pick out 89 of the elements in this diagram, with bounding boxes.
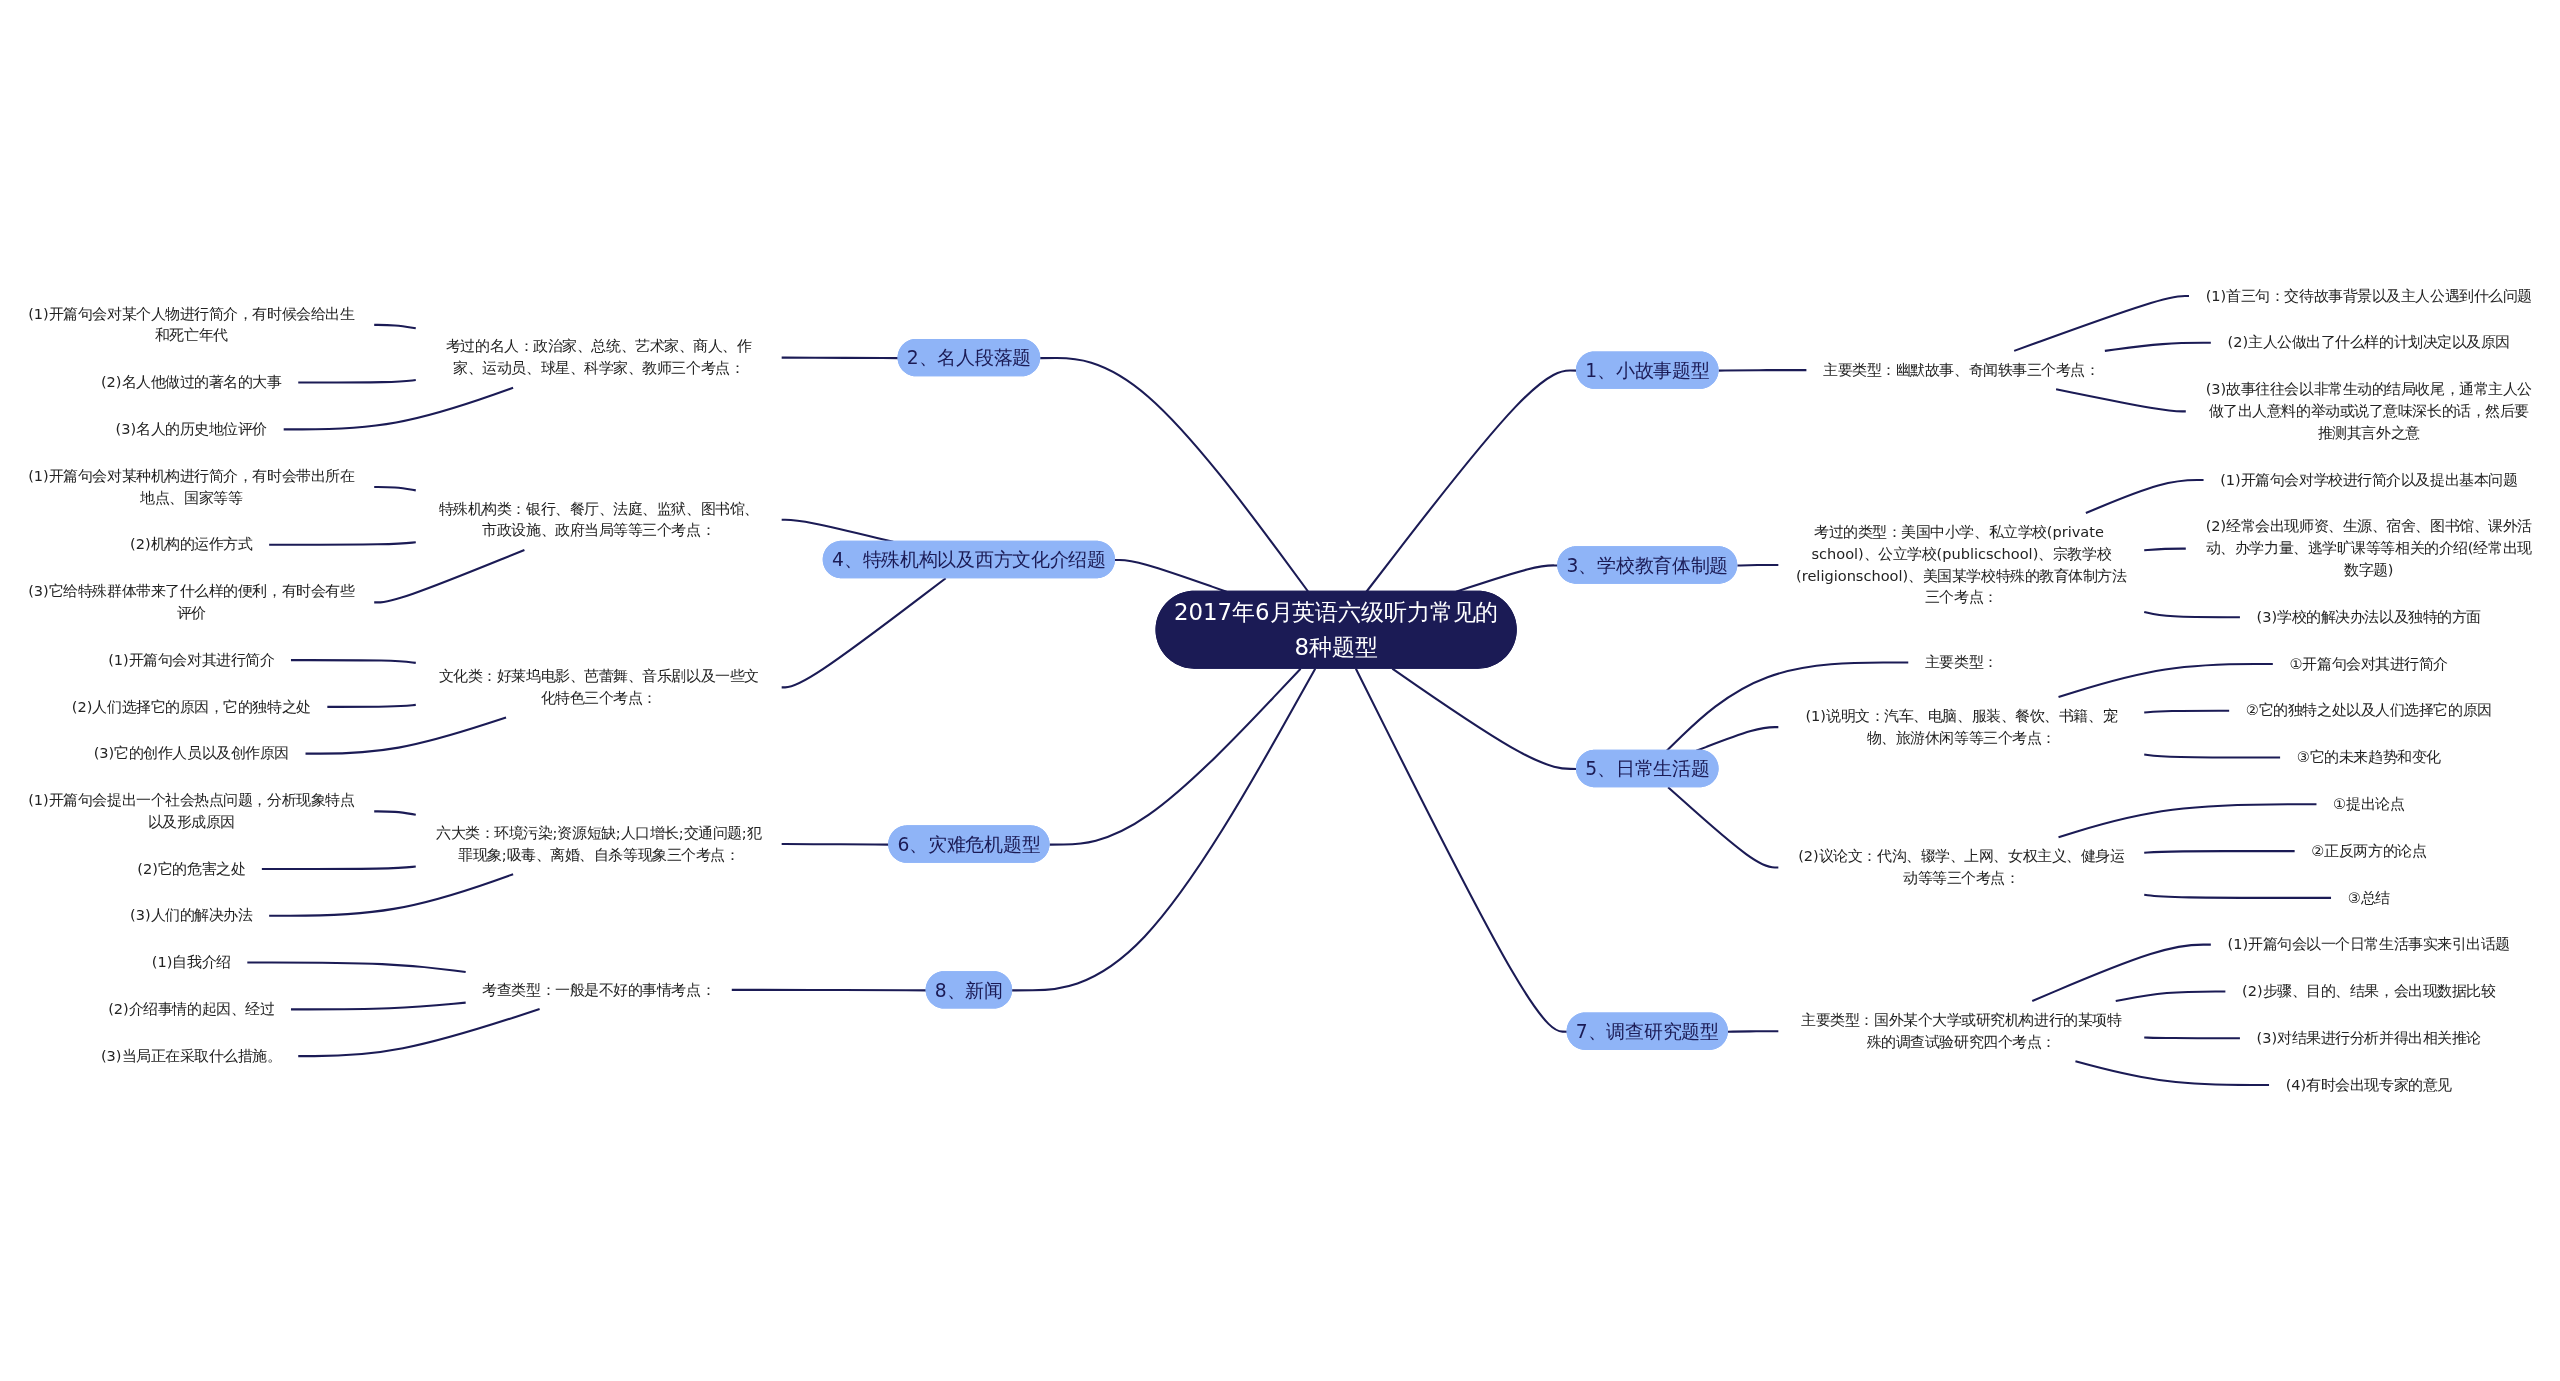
node-text: (1)开篇句会对其进行简介 [108, 651, 275, 668]
node-text: (2)它的危害之处 [137, 860, 246, 877]
connector [1365, 369, 1577, 593]
connector [374, 810, 416, 816]
connector [2058, 662, 2273, 698]
node-text: 文化类：好莱坞电影、芭蕾舞、音乐剧以及一些文化特色三个考点： [438, 667, 759, 707]
node-text: (1)开篇句会提出一个社会热点问题，分析现象特点以及形成原因 [28, 791, 355, 831]
node-text: (3)学校的解决办法以及独特的方面 [2256, 608, 2481, 626]
node-text: (3)人们的解决办法 [130, 906, 253, 924]
connector [2144, 547, 2186, 552]
connector [2144, 1036, 2240, 1040]
node-text: (1)开篇句会以一个日常生活事实来引出话题 [2227, 935, 2511, 953]
connector [261, 865, 416, 871]
node-text: (1)开篇句会对学校进行简介以及提出基本问题 [2220, 471, 2518, 488]
node-text: 主要类型： [1924, 653, 1998, 671]
connector [1665, 661, 1909, 752]
node-text: (2)经常会出现师资、生源、宿舍、图书馆、课外活动、办学力量、逃学旷课等等相关的介绍(经常出现数字题) [2205, 517, 2532, 579]
node-text: (2)议论文：代沟、辍学、上网、女权主义、健身运动等等三个考点： [1798, 847, 2125, 887]
connector [2013, 295, 2189, 352]
node-text: (2)步骤、目的、结果，会出现数据比较 [2242, 982, 2496, 1000]
connector [1012, 668, 1317, 992]
connector [1354, 668, 1568, 1033]
node-text: (3)对结果进行分析并得出相关推论 [2256, 1029, 2481, 1046]
connector [374, 548, 525, 604]
connector [2104, 341, 2211, 352]
node-text: ③总结 [2347, 889, 2390, 906]
node-text: 主要类型：幽默故事、奇闻轶事三个考点： [1823, 361, 2100, 378]
node-text: (1)自我介绍 [151, 953, 231, 971]
node-text: (4)有时会出现专家的意见 [2285, 1076, 2452, 1093]
node-text: ③它的未来趋势和变化 [2296, 748, 2441, 766]
connector [2055, 388, 2186, 413]
connector [1727, 1030, 1779, 1033]
node-text: (3)故事往往会以非常生动的结局收尾，通常主人公做了出人意料的举动或说了意味深长的话，然后要推测其言外之意 [2205, 380, 2532, 442]
connector [2143, 610, 2240, 619]
node-text: 特殊机构类：银行、餐厅、法庭、监狱、图书馆、市政设施、政府当局等等三个考点： [438, 500, 759, 539]
node-text: (2)机构的运作方式 [130, 535, 253, 553]
connector [298, 1008, 540, 1058]
connector [731, 988, 927, 992]
connector [305, 716, 507, 755]
node-text: (2)主人公做出了什么样的计划决定以及原因 [2227, 333, 2511, 351]
connector [269, 873, 514, 917]
node-text: ①提出论点 [2333, 795, 2405, 813]
node-text: ②它的独特之处以及人们选择它的原因 [2245, 701, 2492, 719]
connector [2075, 1060, 2270, 1086]
connector [1667, 786, 1779, 869]
node-text: 考过的类型：美国中小学、私立学校(private school)、公立学校(publicschool)、宗教学校(religionschool)、美国某学校特殊的教育体制方法三个考点： [1796, 523, 2127, 606]
connector [1391, 667, 1577, 770]
connector [374, 323, 416, 330]
connector [327, 703, 416, 708]
connector [2031, 943, 2211, 1002]
node-text: 考查类型：一般是不好的事情考点： [482, 981, 716, 998]
node-text: (1)开篇句会对某种机构进行简介，有时会带出所在地点、国家等等 [28, 467, 355, 506]
node-text: (3)当局正在采取什么措施。 [100, 1047, 282, 1064]
connector [247, 961, 466, 974]
node-text: (2)名人他做过的著名的大事 [100, 373, 282, 391]
connector [269, 541, 416, 546]
connector [290, 1001, 466, 1011]
node-text: ①开篇句会对其进行简介 [2289, 655, 2449, 672]
connector [781, 356, 899, 360]
node-text: (1)开篇句会对某个人物进行简介，有时候会给出生和死亡年代 [28, 305, 355, 344]
connector [1115, 558, 1227, 593]
connector [2085, 478, 2204, 514]
node-text: (3)名人的历史地位评价 [115, 420, 268, 438]
connector [781, 577, 947, 689]
connector [1695, 726, 1779, 752]
node-text: (3)它给特殊群体带来了什么样的便利，有时会有些评价 [28, 582, 355, 622]
node-text: (1)说明文：汽车、电脑、服装、餐饮、书籍、宠物、旅游休闲等等三个考点： [1805, 707, 2118, 746]
connector [2115, 990, 2226, 1003]
node-text: 主要类型：国外某个大学或研究机构进行的某项特殊的调查试验研究四个考点： [1801, 1011, 2122, 1050]
connector [1049, 667, 1302, 846]
node-text: (1)首三句：交待故事背景以及主人公遇到什么问题 [2205, 287, 2532, 304]
connector [2144, 753, 2281, 759]
connector [1718, 369, 1807, 372]
node-text: 六大类：环境污染;资源短缺;人口增长;交通问题;犯罪现象;吸毒、离婚、自杀等现象三个考点： [436, 824, 762, 863]
connector [2144, 709, 2230, 714]
connector [374, 486, 416, 492]
connector [2144, 893, 2332, 899]
connector [298, 379, 416, 384]
connector [283, 386, 514, 431]
connector [1040, 357, 1310, 593]
node-text: 考过的名人：政治家、总统、艺术家、商人、作家、运动员、球星、科学家、教师三个考点： [445, 337, 752, 377]
node-text: (2)人们选择它的原因，它的独特之处 [71, 698, 311, 715]
node-text: ②正反两方的论点 [2311, 842, 2427, 859]
connector [2144, 850, 2295, 854]
connector [290, 659, 416, 664]
connector [2058, 803, 2317, 839]
node-text: (3)它的创作人员以及创作原因 [93, 744, 289, 762]
node-text: (2)介绍事情的起因、经过 [108, 1000, 275, 1018]
connector [1737, 563, 1779, 567]
